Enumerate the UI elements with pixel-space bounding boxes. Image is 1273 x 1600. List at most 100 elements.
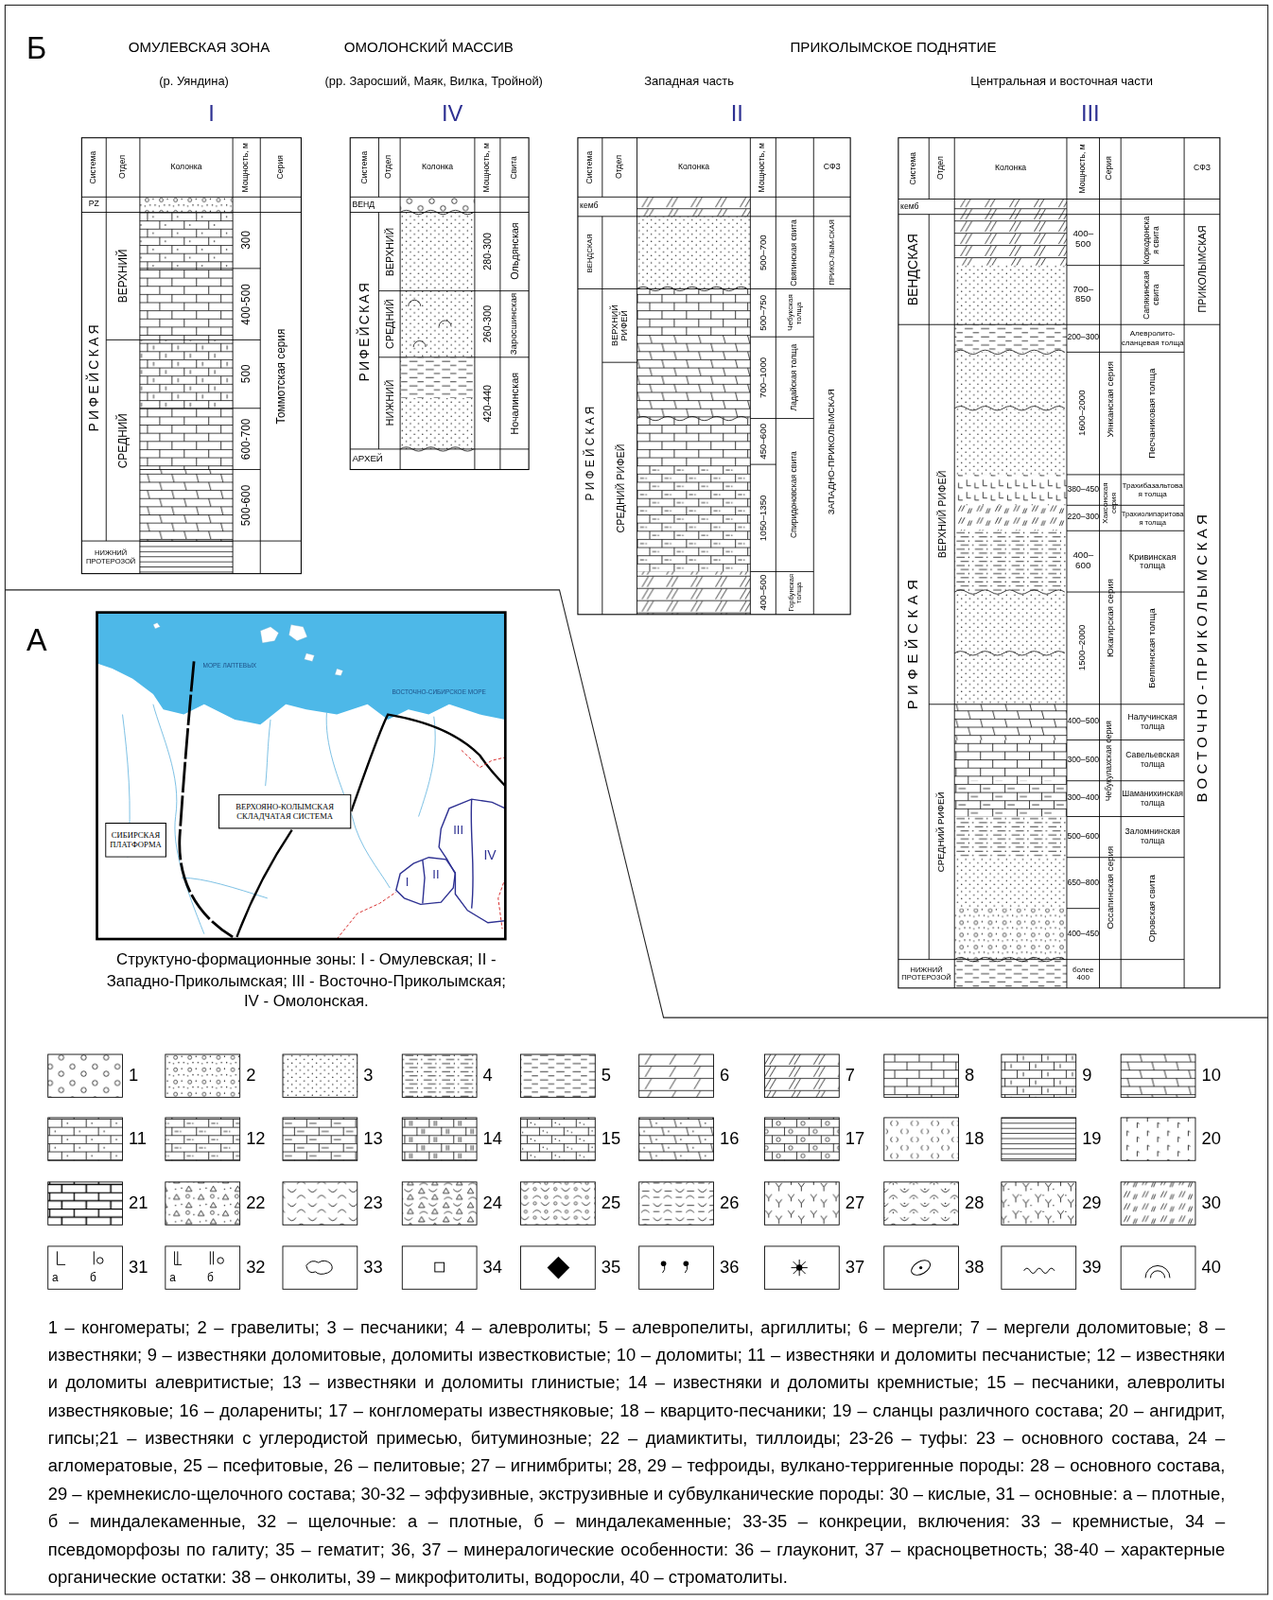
zone-number: II (432, 869, 439, 883)
table-cell-box: 300 (232, 212, 261, 269)
legend-number: 34 (483, 1258, 503, 1278)
table-cell: ВЕРХНИЙ РИФЕЙ (936, 470, 948, 559)
table-cell: 400–500 (1066, 229, 1100, 250)
table-cell-box: 380–450 (1066, 474, 1100, 506)
table-cell-box: Система (81, 138, 106, 198)
column-heading-box: (р. Уяндина) (122, 72, 266, 90)
legend-number: 26 (719, 1194, 739, 1214)
legend-number: 19 (1081, 1130, 1101, 1150)
table-cell-box: Уянканская серия (1099, 324, 1122, 475)
region-name: СИБИРСКАЯ ПЛАТФОРМА (108, 830, 162, 850)
legend-number: 39 (1081, 1258, 1101, 1278)
table-cell-box: 1600–2000 (1066, 351, 1100, 475)
table-cell-box: РИФЕЙСКАЯ (349, 212, 379, 450)
zone-number: IV (483, 848, 496, 863)
legend-number-box: 20 (1201, 1126, 1237, 1153)
table-cell-box: Чебукская толща (775, 288, 814, 337)
table-cell: 1050–1350 (757, 494, 768, 541)
table-cell-box: кемб (579, 197, 631, 215)
table-cell: 400-500 (240, 283, 253, 326)
table-cell: 1500–2000 (1078, 625, 1089, 672)
table-cell-box: 200–300 (1066, 324, 1100, 352)
table-cell-box: Оссапинская серия (1099, 817, 1122, 960)
table-cell-box: 220–300 (1066, 505, 1100, 531)
table-cell-box: 260-300 (474, 291, 501, 358)
table-cell: Трахиолипаритовая толща (1120, 509, 1185, 526)
table-cell-box: Серия (260, 138, 301, 198)
table-cell-box: Свита (500, 138, 529, 198)
table-cell: ВЕНД (351, 200, 375, 210)
table-cell-box: Система (898, 138, 929, 200)
legend-number-box: 34 (483, 1255, 519, 1282)
legend-sublabel: б (89, 1271, 97, 1284)
table-cell: Мощность, м (1078, 143, 1087, 193)
table-cell-box: ВЕНДСКАЯ (577, 216, 603, 290)
table-cell: Отдел (384, 156, 394, 180)
table-cell: 500–600 (1066, 832, 1099, 841)
legend-number: 23 (363, 1194, 383, 1214)
legend-number-box: 19 (1081, 1126, 1117, 1153)
table-cell-box: ВЕРХНИЙ (105, 212, 140, 341)
legend-number-box: 37 (845, 1255, 881, 1282)
legend-number: 20 (1201, 1130, 1221, 1150)
legend-number-box: 12 (245, 1126, 281, 1153)
legend-number: 16 (719, 1130, 739, 1150)
table-cell-box: Система (349, 138, 379, 198)
legend-number-box: 11 (128, 1126, 164, 1153)
table-cell-box: Мощность, м (474, 138, 501, 198)
legend-number: 4 (483, 1066, 493, 1086)
table-cell-box: СРЕДНИЙ (105, 339, 140, 541)
table-cell-box: Сапякинская свита (1120, 265, 1185, 326)
panel-letter-box: Б (26, 26, 62, 68)
legend-number-box: 40 (1201, 1255, 1237, 1282)
legend-number: 30 (1201, 1194, 1221, 1214)
column-heading: (р. Уяндина) (158, 74, 229, 88)
legend-number: 27 (845, 1194, 865, 1214)
table-cell: СФЗ (1193, 163, 1211, 173)
legend-explanation-box: 1 – конгомераты; 2 – гравелиты; 3 – песч… (48, 1312, 1226, 1593)
panel-letter-box: А (26, 618, 62, 660)
table-cell-box: ВЕРХНИЙ (378, 212, 401, 292)
legend-sublabel: а (169, 1271, 176, 1284)
table-cell: ВЕНДСКАЯ (586, 233, 594, 273)
table-cell-box: кемб (900, 200, 952, 215)
table-cell: кемб (900, 202, 919, 211)
legend-number-box: 16 (719, 1126, 755, 1153)
legend-sublabel-box: а (52, 1270, 65, 1285)
column-heading: Центральная и восточная части (970, 74, 1153, 88)
table-cell: 500 (240, 365, 253, 384)
table-cell: Юкагирская серия (1104, 577, 1116, 657)
table-cell-box: Песчаниковая толща (1120, 351, 1185, 475)
table-cell: НИЖНИЙ ПРОТЕРОЗОЙ (898, 965, 955, 982)
table-cell-box: 700–850 (1066, 265, 1100, 326)
legend-number: 11 (128, 1130, 147, 1150)
table-cell-box: Савельевская толща (1120, 740, 1185, 782)
legend-number-box: 38 (964, 1255, 1000, 1282)
table-cell: СРЕДНИЙ РИФЕЙ (613, 444, 626, 534)
table-cell-box: СРЕДНИЙ РИФЕЙ (928, 704, 955, 960)
table-cell: Система (585, 151, 594, 185)
table-cell: Система (89, 151, 99, 185)
table-cell-box: Мощность, м (749, 138, 776, 198)
table-cell-box: 500–600 (1066, 817, 1100, 858)
table-cell-box: 600-700 (232, 408, 261, 471)
table-cell-box: 500-600 (232, 470, 261, 542)
legend-number: 6 (719, 1066, 730, 1086)
column-heading: IV (441, 102, 463, 127)
column-heading: II (731, 102, 744, 127)
table-cell-box: 400-500 (232, 268, 261, 341)
table-cell: Мощность, м (242, 142, 251, 192)
table-cell-box: 650–800 (1066, 857, 1100, 909)
legend-number: 25 (601, 1194, 621, 1214)
table-cell-box: СФЗ (813, 138, 851, 198)
panel-letter: А (26, 622, 48, 657)
table-cell: НИЖНИЙ ПРОТЕРОЗОЙ (81, 549, 140, 566)
table-cell-box: 450–600 (749, 418, 776, 466)
legend-number: 33 (363, 1258, 383, 1278)
table-cell: Свягинская свита (790, 219, 800, 287)
table-cell-box: 1050–1350 (749, 464, 776, 572)
legend-number: 12 (245, 1130, 265, 1150)
table-cell: Ладайская толща (790, 344, 800, 412)
legend-number: 18 (964, 1130, 984, 1150)
table-cell: ПРИКОЛЫМСКАЯ (1196, 226, 1208, 314)
